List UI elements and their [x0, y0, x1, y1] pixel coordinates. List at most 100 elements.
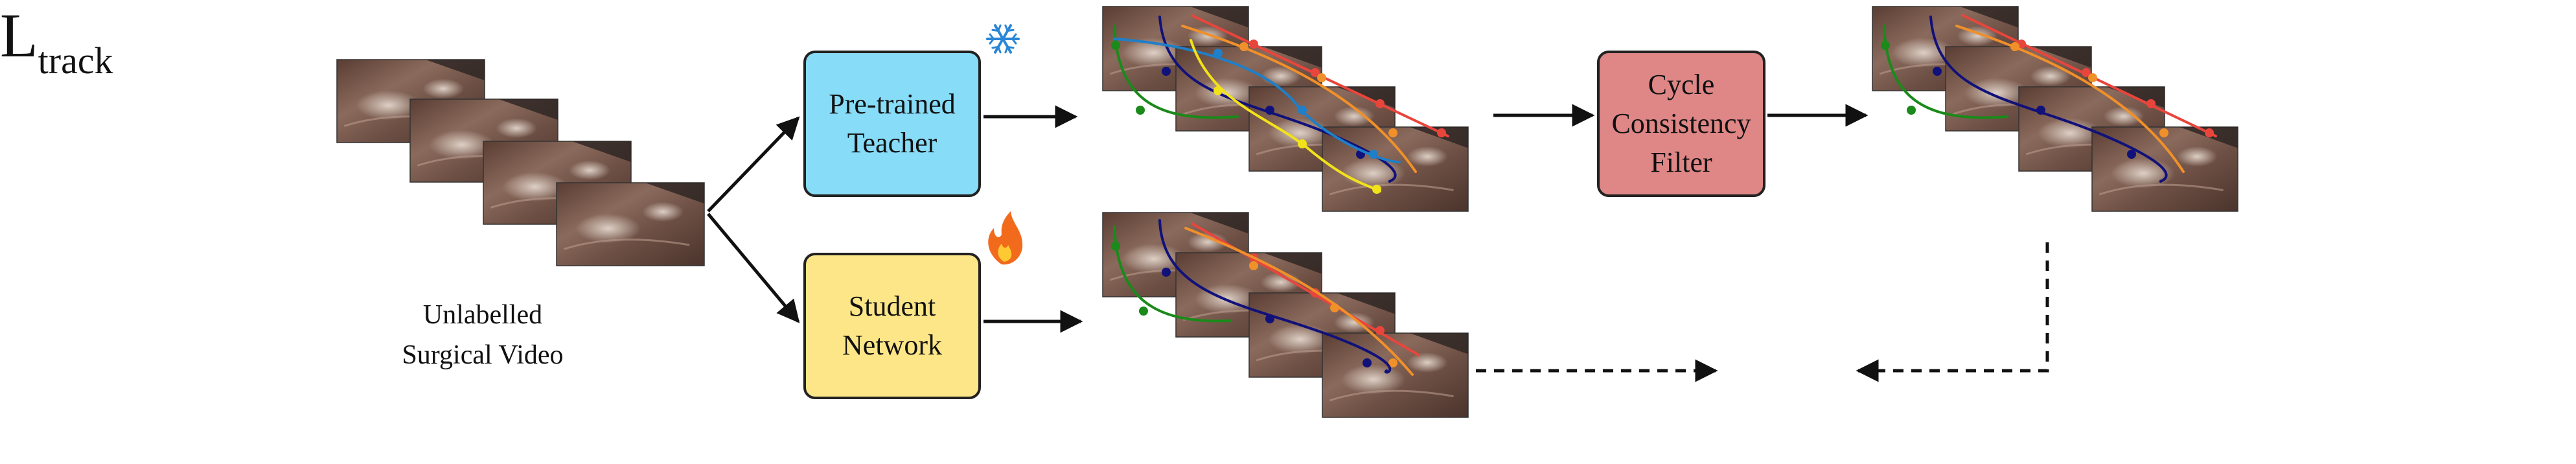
teacher-track-navy-point-2 [1265, 106, 1274, 115]
teacher-track-blue-point-2 [1298, 106, 1307, 115]
filtered-track-orange-point-1 [2010, 42, 2019, 51]
teacher-track-orange [1181, 25, 1417, 173]
teacher-track-red-point-4 [1437, 128, 1446, 137]
input-frame-4-texture [563, 238, 690, 250]
teacher-track-blue-point-3 [1369, 150, 1378, 159]
student-node: Student Network [803, 253, 981, 399]
student-out-frame-4-instrument [1410, 333, 1468, 354]
input-frame-2-glare-b [496, 118, 538, 139]
filtered-frame-1-instrument [1960, 6, 2018, 28]
filtered-track-navy-point-3 [2127, 150, 2136, 159]
student-out-frame-1-glare-a [1121, 244, 1186, 274]
input-video-label: Unlabelled Surgical Video [402, 300, 564, 370]
student-track-orange [1184, 227, 1414, 376]
student-track-navy [1158, 219, 1392, 374]
student-out-frame-1-glare-b [1187, 231, 1228, 253]
filtered-track-navy-point-2 [2036, 106, 2045, 115]
student-track-orange-point-3 [1388, 358, 1397, 367]
flame-outer [988, 211, 1023, 265]
input-frame-1-instrument [425, 60, 485, 80]
teacher-track-red-point-3 [1375, 99, 1385, 108]
teacher-label: Pre-trained Teacher [829, 88, 956, 159]
teacher-track-navy-point-1 [1162, 67, 1171, 76]
student-track-red-point-3 [1375, 326, 1385, 335]
filtered-frame-4-texture [2099, 183, 2224, 196]
filtered-frame-2-glare-b [2030, 65, 2071, 87]
input-frame-4 [556, 182, 705, 266]
student-out-frame-4 [1322, 332, 1469, 418]
arrow-video-to-student [707, 213, 800, 323]
student-out-frame-2-instrument [1263, 253, 1322, 274]
teacher-track-red-point-2 [1311, 68, 1320, 77]
loss-symbol: L [0, 1, 38, 70]
student-track-green-point-2 [1139, 307, 1148, 316]
tracking-loss-label: Ltrack [0, 0, 2576, 97]
teacher-track-blue-point-1 [1213, 49, 1223, 58]
student-label: Student Network [842, 290, 942, 361]
input-frame-3-glare-b [569, 160, 611, 181]
teacher-out-frame-2-glare-b [1260, 65, 1302, 87]
input-frame-1-glare-b [422, 78, 465, 99]
cycle-filter-node: Cycle Consistency Filter [1597, 51, 1765, 197]
teacher-track-green-point-1 [1111, 41, 1120, 50]
snowflake-barb-b-3 [997, 45, 1002, 54]
teacher-out-frame-4-texture [1329, 183, 1454, 196]
filtered-track-green [1883, 25, 2008, 119]
filtered-track-orange-point-3 [2159, 128, 2168, 137]
filtered-track-navy [1929, 16, 2168, 183]
student-track-navy-point-3 [1363, 358, 1372, 367]
filtered-track-red-point-2 [2082, 68, 2091, 77]
arrow-filtered-to-loss [1856, 242, 2049, 382]
filtered-track-green-point-1 [1881, 41, 1890, 50]
teacher-out-frame-4-glare-b [1407, 146, 1448, 167]
loss-subscript: track [38, 40, 113, 82]
filtered-frame-2-instrument [2033, 47, 2091, 68]
teacher-track-yellow-point-1 [1213, 86, 1223, 95]
teacher-track-yellow-point-2 [1298, 139, 1307, 148]
student-track-navy-point-2 [1265, 314, 1274, 323]
input-frame-2-instrument [498, 99, 558, 120]
filtered-frame-4-instrument [2179, 127, 2238, 148]
student-out-frame-3-instrument [1337, 293, 1395, 314]
input-frame-2-glare-a [429, 130, 494, 160]
input-frame-1-glare-a [356, 90, 421, 121]
teacher-out-frame-1-instrument [1190, 6, 1248, 28]
teacher-track-yellow [1190, 39, 1381, 192]
teacher-track-orange-point-3 [1388, 128, 1397, 137]
snowflake-barb-b-6 [1004, 24, 1009, 32]
flame-inner [998, 244, 1012, 262]
arrow-video-to-teacher [707, 116, 800, 213]
input-frame-4-instrument [645, 183, 704, 203]
filtered-frame-4-glare-b [2176, 146, 2218, 167]
teacher-track-navy [1158, 16, 1397, 183]
snowflake-icon [986, 24, 1020, 54]
teacher-out-frame-4-instrument [1410, 127, 1468, 148]
filtered-frame-3-glare-b [2103, 106, 2145, 127]
student-track-orange-point-1 [1249, 261, 1258, 270]
teacher-track-green [1113, 25, 1239, 119]
teacher-track-yellow-point-3 [1372, 185, 1381, 194]
student-track-navy-point-1 [1162, 268, 1171, 277]
filtered-track-orange [1955, 25, 2185, 173]
input-frame-4-glare-b [642, 202, 684, 222]
snowflake-barb-b-4 [989, 38, 995, 45]
filtered-track-red-point-4 [2205, 128, 2214, 137]
snowflake-arm-6 [1002, 24, 1012, 40]
input-frame-3-glare-a [502, 172, 568, 202]
input-frame-3-instrument [571, 141, 631, 162]
student-out-frame-1-instrument [1190, 213, 1248, 234]
filtered-track-orange-point-2 [2088, 73, 2097, 82]
filtered-frame-3-glare-a [2038, 118, 2102, 148]
teacher-out-frame-3-glare-a [1268, 118, 1333, 148]
teacher-track-orange-point-1 [1239, 42, 1248, 51]
teacher-out-frame-2-instrument [1263, 47, 1322, 68]
teacher-node: Pre-trained Teacher [803, 51, 981, 197]
filtered-frame-2-glare-a [1964, 78, 2029, 108]
filter-label: Cycle Consistency Filter [1611, 69, 1751, 178]
teacher-track-red-point-1 [1249, 40, 1258, 49]
teacher-track-green-point-2 [1136, 106, 1145, 115]
snowflake-arm-5 [994, 24, 1004, 40]
teacher-out-frame-3-glare-b [1333, 106, 1375, 127]
